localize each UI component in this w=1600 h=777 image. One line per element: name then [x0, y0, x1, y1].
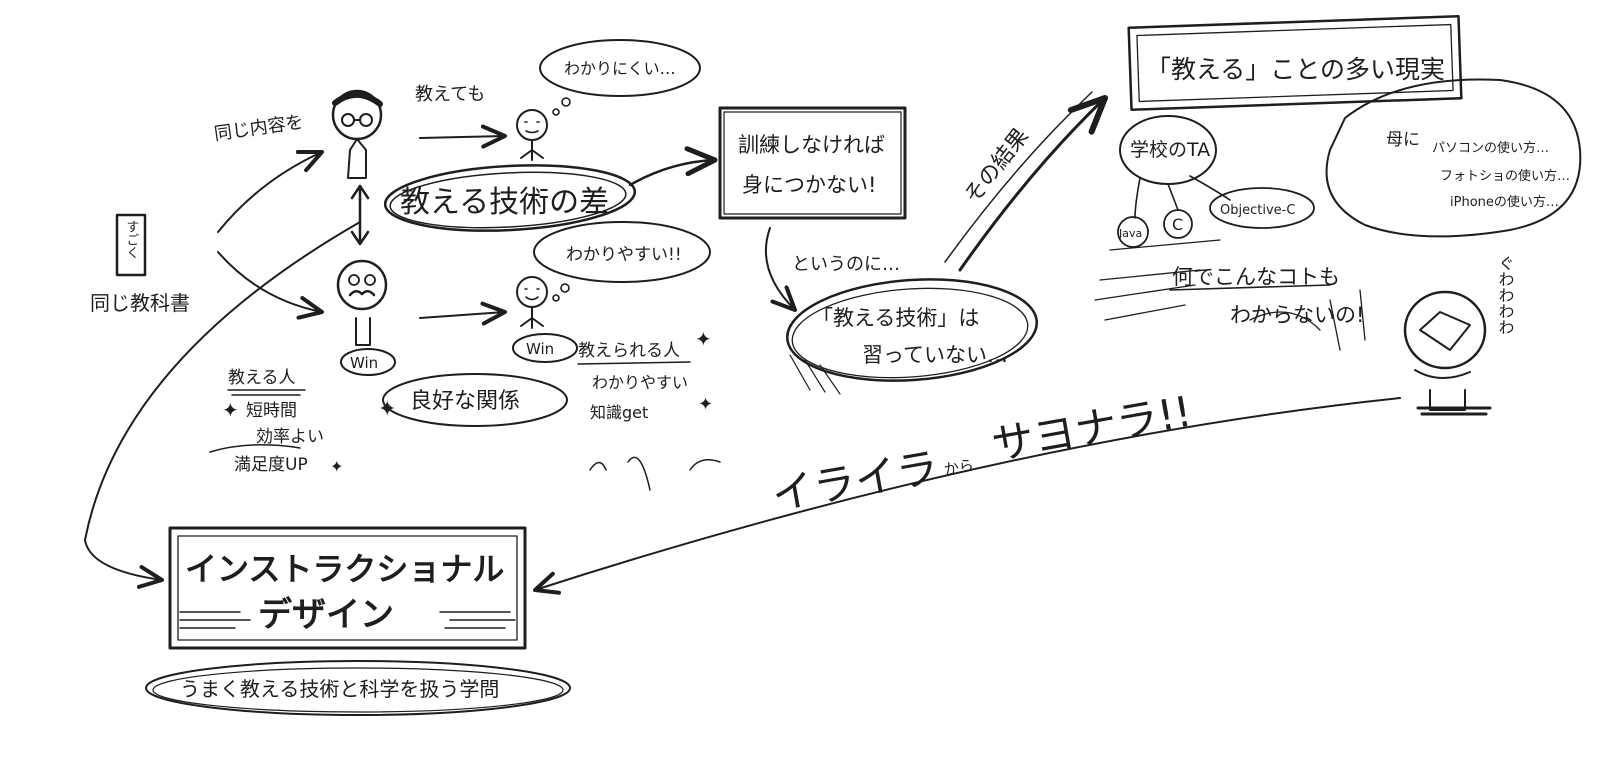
sfx-text: ぐわわわわ — [1496, 255, 1515, 335]
mother-text: 母に — [1386, 130, 1420, 150]
happy-learner-figure — [517, 277, 547, 328]
mother-item-2: フォトショの使い方… — [1440, 168, 1570, 184]
learner-heading: 教えられる人 — [578, 341, 680, 361]
irritation-text: イライラ — [768, 442, 942, 519]
mustache-teacher-figure — [338, 261, 386, 345]
id-title-line2: デザイン — [258, 595, 394, 635]
textbook-group: すごく 同じ教科書 同じ内容を — [90, 112, 322, 315]
teacher-point-2: 効率よい — [256, 427, 324, 447]
ta-item-c: C — [1172, 215, 1183, 234]
same-content-text: 同じ内容を — [213, 112, 305, 145]
mother-item-1: パソコンの使い方… — [1432, 140, 1549, 156]
training-line2: 身につかない! — [742, 173, 876, 197]
skill-gap-text: 教える技術の差 — [400, 185, 609, 220]
win-teacher-text: Win — [350, 354, 378, 372]
same-textbook-text: 同じ教科書 — [90, 291, 190, 315]
teacher-to-learner-arrow-top — [420, 136, 505, 138]
thought-hard-text: わかりにくい… — [564, 59, 676, 78]
sayonara-text: サヨナラ!! — [988, 387, 1195, 470]
definition-text: うまく教える技術と科学を扱う学問 — [180, 677, 499, 701]
however-text: というのに… — [792, 254, 900, 275]
frustration-line2: わからないの! — [1230, 303, 1364, 327]
training-box — [720, 108, 905, 218]
sparkle-2: ✦ — [222, 398, 239, 422]
sparkle-3: ✦ — [695, 327, 712, 351]
reality-title-text: 「教える」ことの多い現実 — [1146, 55, 1445, 84]
good-relation-text: 良好な関係 — [410, 389, 520, 414]
sayonara-arrow — [535, 398, 1400, 590]
not-learned-line1: 「教える技術」は — [812, 306, 979, 330]
frustration-lines — [1095, 240, 1365, 350]
training-line1: 訓練しなければ — [738, 133, 885, 157]
bottom-path-group: Win わかりやすい!! Win 良好な関係 ✦ ✦ ✦ ✦ ✦ 教える人 短時… — [210, 222, 720, 490]
angry-mother-figure — [1405, 292, 1490, 414]
id-title-line1: インストラクショナル — [185, 550, 504, 588]
gap-to-training-arrow — [630, 160, 715, 185]
result-text: その結果 — [960, 124, 1034, 209]
teacher-heading: 教える人 — [228, 368, 296, 388]
gap-updown-arrow — [352, 186, 368, 244]
sparkle-5: ✦ — [330, 457, 343, 476]
top-path-group: 教えても わかりにくい… 教える技術の差 — [333, 40, 715, 244]
middle-group: 訓練しなければ 身につかない! というのに… 「教える技術」は 習っていない… … — [720, 92, 1105, 394]
branch-arrow-top — [218, 152, 322, 232]
frustration-line1: 何でこんなコトも — [1172, 265, 1340, 289]
not-learned-line2: 習っていない… — [862, 343, 1008, 367]
reality-group: 「教える」ことの多い現実 学校のTA Java C Objective-C 母に… — [1095, 16, 1580, 414]
school-ta-text: 学校のTA — [1130, 139, 1210, 161]
branch-arrow-bottom — [218, 252, 322, 312]
sparkle-4: ✦ — [698, 394, 713, 415]
mother-bubble — [1327, 79, 1581, 236]
sparkle-1: ✦ — [378, 397, 396, 422]
textbook-label: すごく — [124, 220, 139, 259]
teacher-point-1: 短時間 — [246, 401, 297, 421]
ta-item-objc: Objective-C — [1220, 203, 1295, 218]
teach-even-text: 教えても — [415, 84, 485, 105]
training-down-arrow — [766, 228, 795, 310]
confused-learner-figure — [517, 110, 547, 160]
win-learner-text: Win — [526, 340, 554, 358]
glasses-teacher-figure — [333, 91, 381, 178]
teacher-to-learner-arrow-bottom — [420, 312, 505, 318]
teacher-point-3: 満足度UP — [234, 455, 308, 475]
thought-easy-text: わかりやすい!! — [566, 245, 682, 265]
ta-item-java: Java — [1118, 227, 1142, 240]
learner-point-2: 知識get — [590, 403, 648, 422]
learner-point-1: わかりやすい — [592, 373, 688, 392]
mother-item-3: iPhoneの使い方… — [1450, 194, 1559, 210]
